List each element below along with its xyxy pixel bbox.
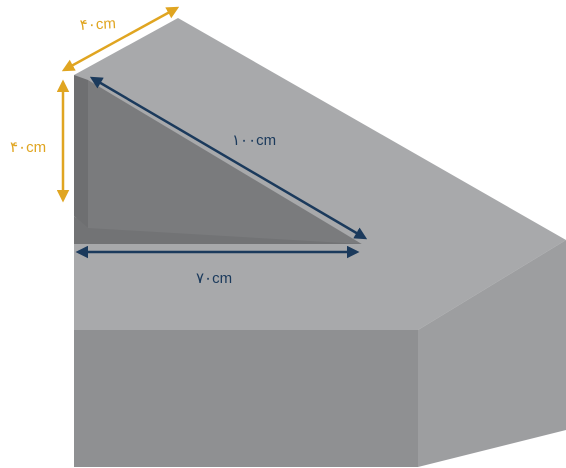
top-width-dimension-arrow (61, 6, 180, 72)
block-front-face (74, 330, 418, 467)
left-height-label: ۴۰cm (10, 139, 46, 156)
top-width-label: ۴۰cm (79, 15, 116, 34)
diagonal-dimension-arrow (89, 76, 368, 240)
diagonal-label: ۱۰۰cm (232, 132, 276, 149)
wedge-left-side-face (74, 75, 88, 228)
block-right-face (418, 240, 566, 467)
horizontal-label: ۷۰cm (196, 270, 232, 287)
